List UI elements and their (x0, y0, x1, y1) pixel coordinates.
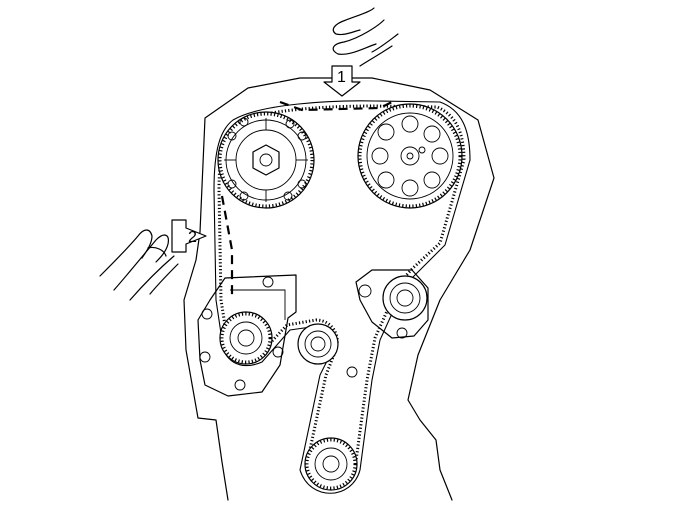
bracket-bolt (358, 284, 372, 298)
callout-arrow-2: 2 (171, 219, 207, 253)
housing-bolt (201, 308, 213, 320)
bracket-bolt (396, 327, 408, 339)
bracket-bolt (346, 366, 358, 378)
callout-label-1: 1 (337, 69, 346, 86)
deflection-marker-side (220, 195, 234, 300)
idler-pulley (297, 323, 339, 365)
housing-bolt (262, 276, 274, 288)
left-camshaft-sprocket (217, 111, 315, 209)
right-camshaft-sprocket (357, 103, 463, 209)
housing-bolt (199, 351, 211, 363)
hand-pressing-down (332, 7, 399, 67)
housing-bolt (234, 379, 246, 391)
housing-rib (230, 289, 286, 320)
water-pump-sprocket (219, 311, 273, 365)
hand-pressing-side (99, 229, 179, 301)
housing-bolt (272, 346, 284, 358)
crankshaft-sprocket (304, 437, 358, 491)
callout-arrow-1: 1 (323, 65, 361, 97)
deflection-marker-top (279, 100, 393, 112)
tensioner-roller (382, 275, 428, 321)
callout-label-2: 2 (188, 229, 197, 246)
